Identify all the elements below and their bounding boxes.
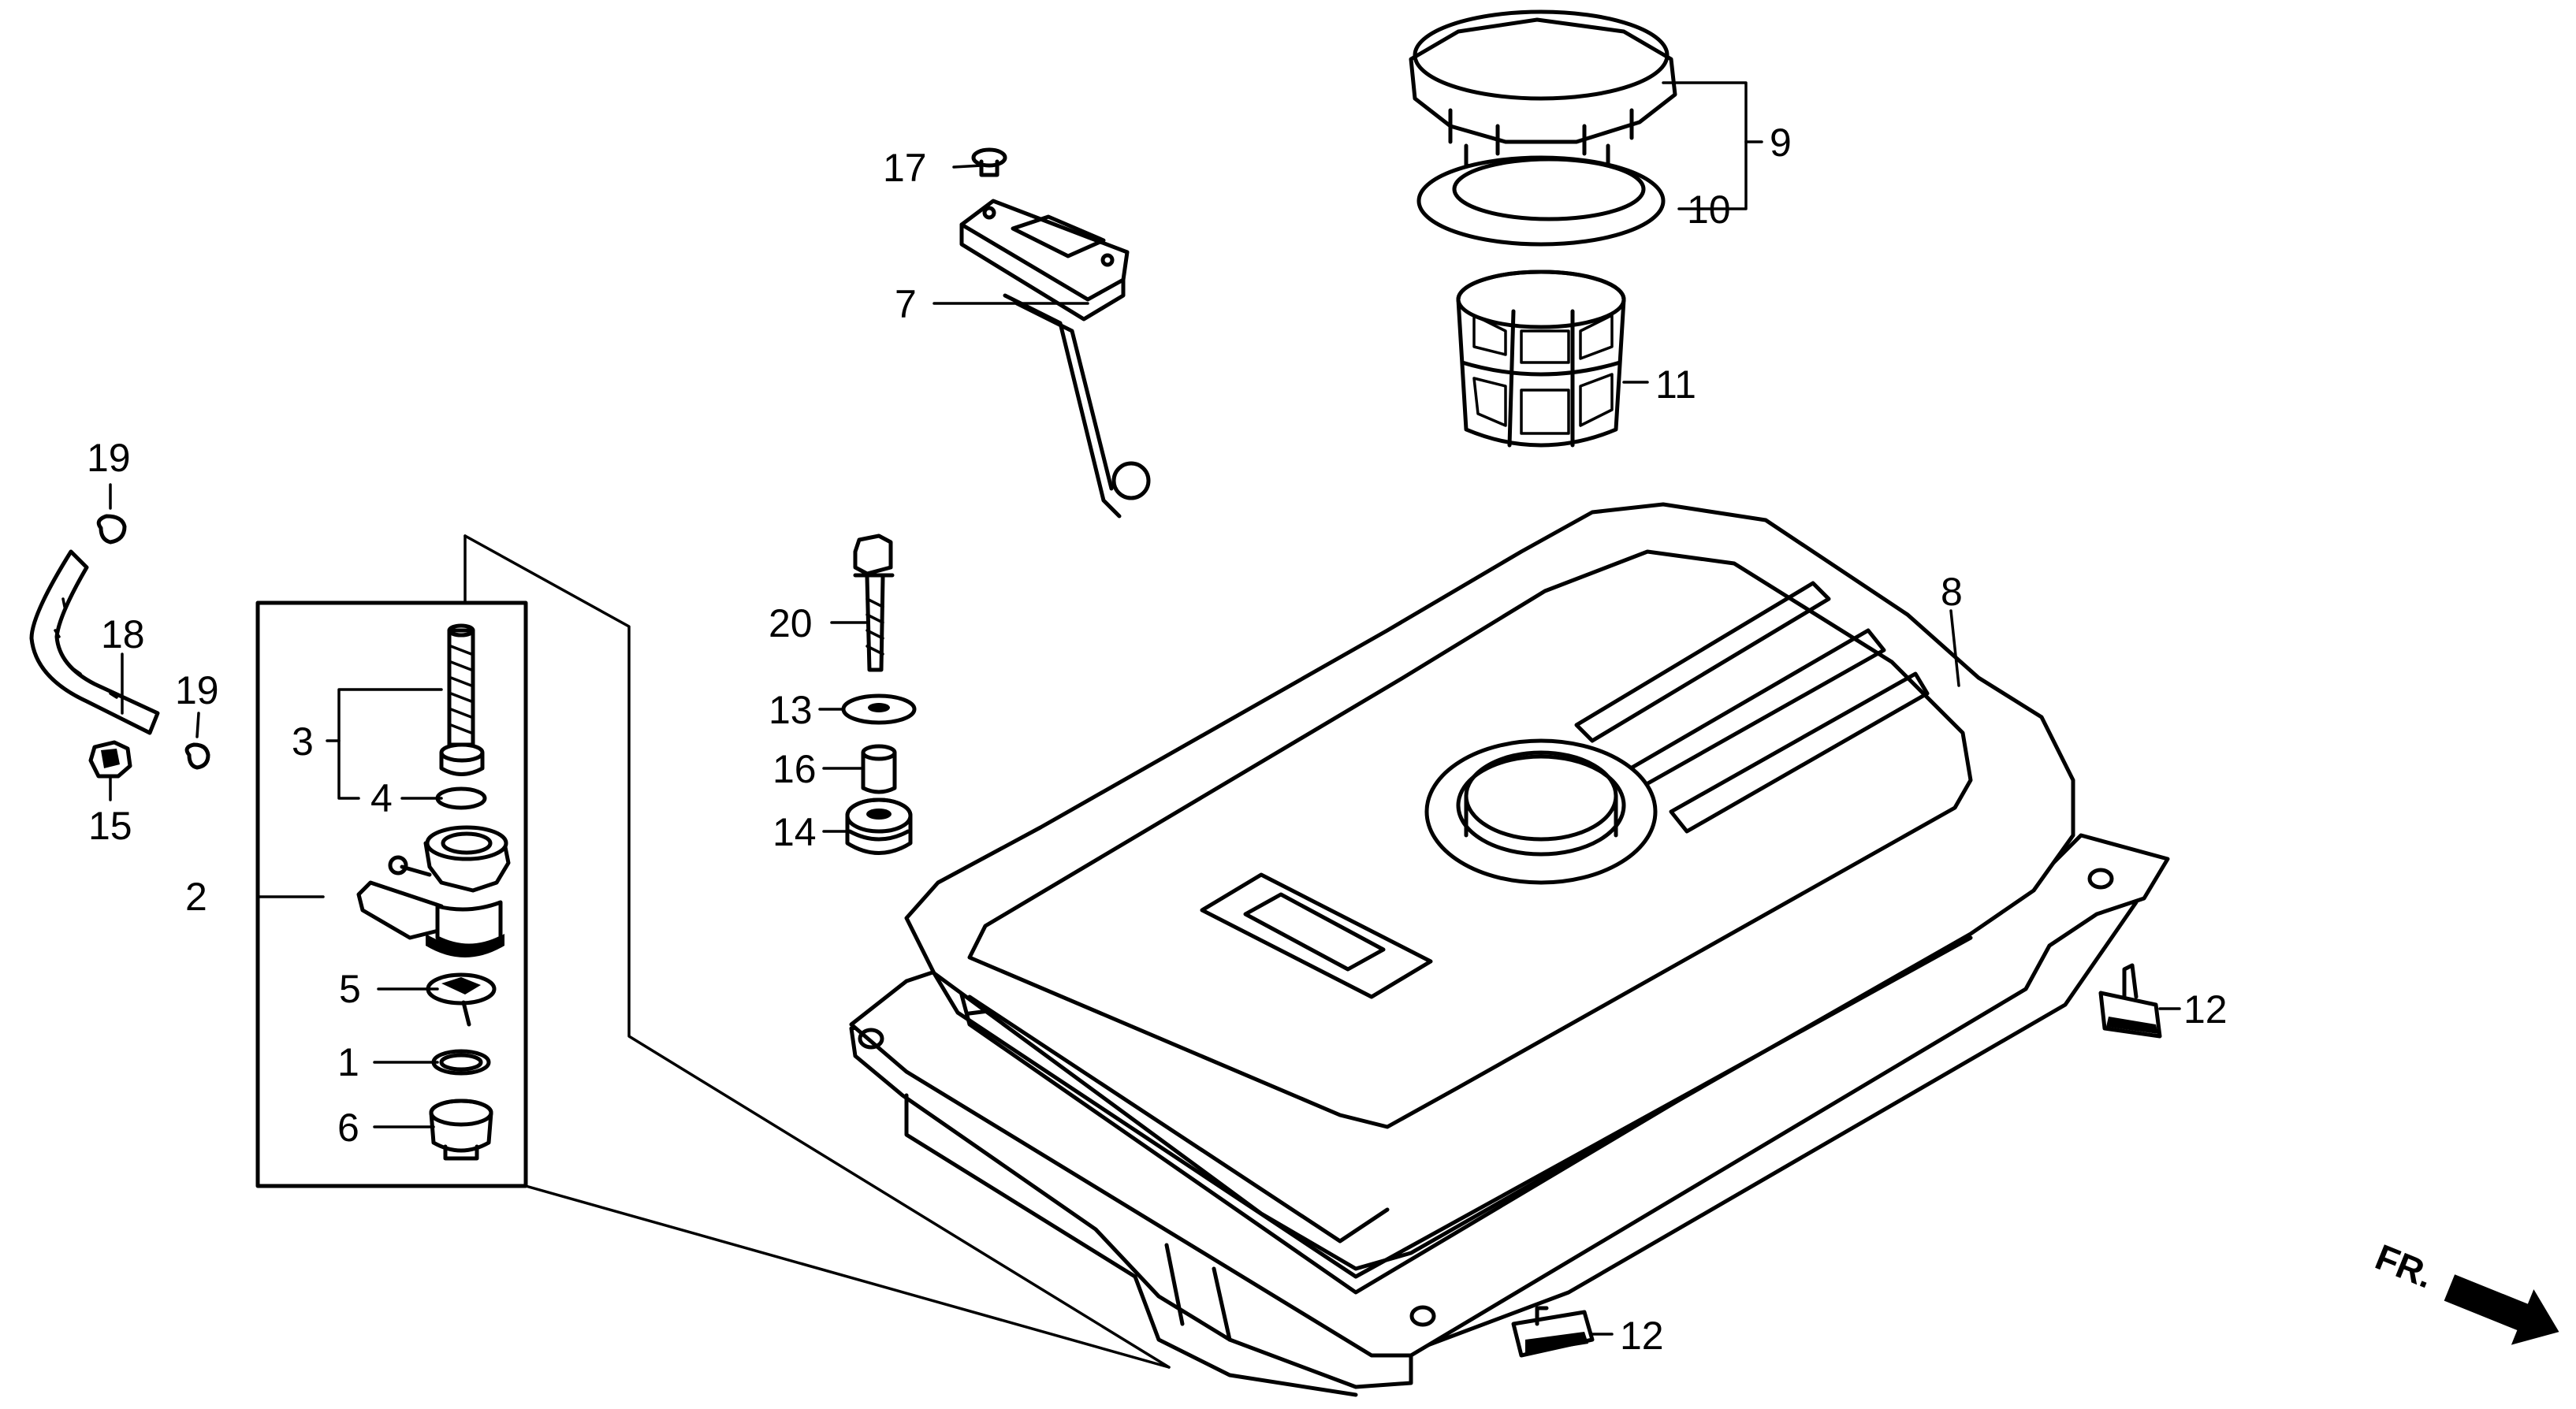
fuel-tube xyxy=(29,549,160,735)
callout-20: 20 xyxy=(769,601,813,645)
leader-lines xyxy=(109,81,2181,1336)
valve-strainer xyxy=(439,623,485,776)
callout-12-bottom: 12 xyxy=(1620,1314,1664,1358)
callout-1: 1 xyxy=(337,1040,359,1084)
callout-17: 17 xyxy=(883,146,927,190)
sediment-cup xyxy=(429,1099,493,1161)
callout-12-right: 12 xyxy=(2183,987,2228,1032)
callout-15: 15 xyxy=(88,804,132,848)
rubber-mount xyxy=(845,797,913,855)
callout-2: 2 xyxy=(185,875,207,919)
callout-10: 10 xyxy=(1687,188,1731,232)
fuel-tank xyxy=(849,502,2170,1397)
fuel-strainer xyxy=(1456,270,1626,448)
clamp-bottom xyxy=(1511,1306,1595,1358)
mounting-bolt xyxy=(853,533,895,672)
fr-label: FR. xyxy=(2369,1236,2439,1296)
callout-11: 11 xyxy=(1655,362,1696,407)
callout-16: 16 xyxy=(772,747,817,791)
callout-19-upper: 19 xyxy=(87,436,131,480)
clamp-right xyxy=(2098,963,2162,1039)
o-ring-lower xyxy=(431,1049,491,1076)
o-ring-upper xyxy=(435,786,487,810)
callout-7: 7 xyxy=(895,282,917,326)
callout-18: 18 xyxy=(101,612,145,656)
callout-8: 8 xyxy=(1941,570,1963,614)
callout-13: 13 xyxy=(769,688,813,732)
callout-9: 9 xyxy=(1770,121,1792,165)
callout-6: 6 xyxy=(337,1106,359,1150)
filler-cap xyxy=(1409,9,1677,180)
callout-14: 14 xyxy=(772,810,817,854)
gauge-screw xyxy=(971,147,1007,177)
washer xyxy=(841,693,917,725)
fuel-valve-frame xyxy=(255,534,1171,1369)
valve-lever xyxy=(426,972,497,1027)
front-direction-marker: FR. xyxy=(2369,1236,2559,1345)
fuel-valve-body xyxy=(356,825,511,957)
hose-clip-lower xyxy=(184,742,210,770)
callout-5: 5 xyxy=(339,967,361,1011)
fuel-gauge xyxy=(959,199,1151,519)
callout-3: 3 xyxy=(292,719,314,764)
callout-19-lower: 19 xyxy=(175,668,219,712)
cap-gasket xyxy=(1416,155,1666,247)
hose-clip-upper xyxy=(96,514,127,545)
callout-labels: 1 2 3 4 5 6 7 8 9 10 11 12 12 13 14 15 1… xyxy=(87,121,2228,1358)
callout-4: 4 xyxy=(370,776,393,820)
collar xyxy=(861,744,897,794)
joint-nut xyxy=(88,740,132,779)
front-arrow-icon xyxy=(2444,1274,2559,1345)
